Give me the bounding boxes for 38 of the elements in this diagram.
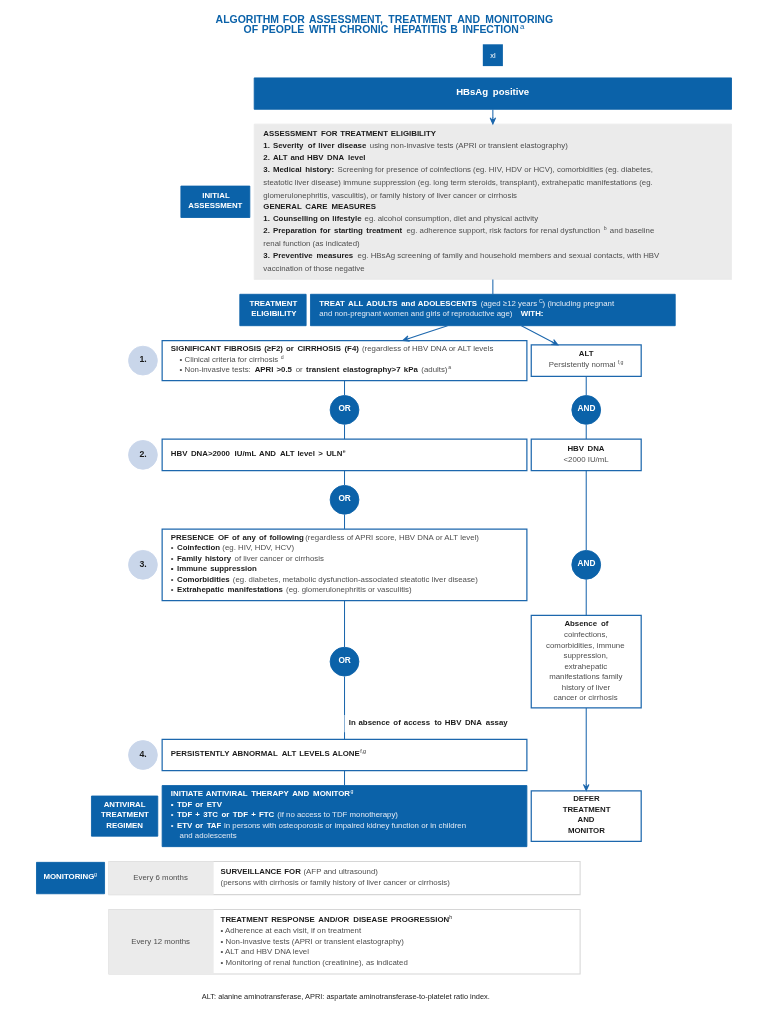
connector <box>585 470 587 551</box>
arrow <box>489 108 497 125</box>
node-circle: 4. <box>128 740 158 770</box>
diagram-title: ALGORITHM FOR ASSESSMENT, TREATMENT AND MONITORING OF PEOPLE WITH CHRONIC HEPATITIS B INFECTION$^{a}$ <box>215 13 554 36</box>
connector <box>344 675 346 740</box>
connector <box>344 513 346 530</box>
node-circle: 3. <box>128 549 158 580</box>
node-box: TREATMENT ELIGIBILITY <box>239 293 307 327</box>
node-box: ANTIVIRAL TREATMENT REGIMEN <box>91 795 159 837</box>
node-box: PRESENCE OF of any of following (regardless of APRI score, HBV DNA or ALT level) • Coinfection (eg. HIV, HDV, HCV) • Family history of liver cancer or cirrhosis • Immune suppression • Comorbidities (eg. diabetes, metabolic dysfunction-associated steatotic liver disease) • Extrahepatic manifestations (eg. glomerulonephritis or vasculitis) <box>161 528 528 602</box>
arrow <box>520 325 559 346</box>
connector <box>344 770 346 786</box>
node-box: DEFER TREATMENT AND MONITOR <box>530 790 642 842</box>
node-box: Absence of coinfections, comorbidities, immune suppression, extrahepatic manifestations family history of liver cancer or cirrhosis <box>530 614 642 709</box>
node-box: HBV DNA <2000 IU/mL <box>530 438 642 472</box>
node-box: INITIATE ANTIVIRAL THERAPY AND MONITOR$^{g}$ • TDF or ETV • TDF + 3TC or TDF + FTC (if no access to TDF monotherapy) • ETV or TAF in persons with osteoporosis or impaired kidney function or in children and adolescents <box>161 785 528 848</box>
arrow <box>402 325 449 342</box>
connector <box>344 380 346 396</box>
node-box: PERSISTENTLY ABNORMAL ALT LEVELS ALONE$^{f,g}$ <box>161 738 528 772</box>
node-circle: 2. <box>128 440 158 470</box>
connector <box>585 423 587 440</box>
connector <box>344 470 346 486</box>
node-box: MONITORING$^{g}$ <box>36 861 105 895</box>
node-box: TREAT ALL ADULTS and ADOLESCENTS (aged ≥12 years$^{C}$) (including pregnant and non-pregnant women and girls of reproductive age) WITH: <box>310 293 676 327</box>
connector <box>585 578 587 616</box>
connector <box>344 600 346 648</box>
arrow <box>582 707 590 792</box>
connector <box>344 423 346 440</box>
connector <box>585 376 587 396</box>
node-box: SIGNIFICANT FIBROSIS (≥F2) or CIRRHOSIS (F4) (regardless of HBV DNA or ALT levels • Clinical criteria for cirrhosis$^{d}$ • Non-invasive tests: APRI >0.5 or transient elastography>7 kPa (adults)$^{a}$ <box>161 339 528 382</box>
node-box: ASSESSMENT FOR TREATMENT ELIGIBILITY 1. Severity of liver disease using non-invasive tests (APRI or transient elastography) 2. ALT and HBV DNA level 3. Medical history: Screening for presence of coinfections (eg. HIV, HDV or HCV), comorbidities (eg. diabetes, steatotic liver disease) immune suppression (eg. long term steroids, transplant), extrahepatic manifestations (eg. glomerulonephritis, vasculitis), or family history of liver cancer or cirrhosis GENERAL CARE MEASURES 1. Counselling on lifestyle eg. alcohol consumption, diet and physical activity 2. Preparation for starting treatment eg. adherence support, risk factors for renal dysfunction$^{b}$ and baseline renal function (as indicated) 3. Preventive measures eg. HBsAg screening of family and household members and sexual contacts, with HBV vaccination of those negative <box>253 123 732 280</box>
node-box: INITIAL ASSESSMENT <box>180 185 251 218</box>
node-box: HBV DNA>2000 IU/mL AND ALT level > ULN$^{e}$ <box>161 438 528 472</box>
node-box: HBsAg positive <box>253 77 732 110</box>
connector <box>492 278 494 295</box>
node-box: ALT Persistently normal$^{f,g}$ <box>530 344 642 377</box>
node-circle: 1. <box>128 345 158 376</box>
edge-label: In absence of access to HBV DNA assay <box>348 717 508 727</box>
